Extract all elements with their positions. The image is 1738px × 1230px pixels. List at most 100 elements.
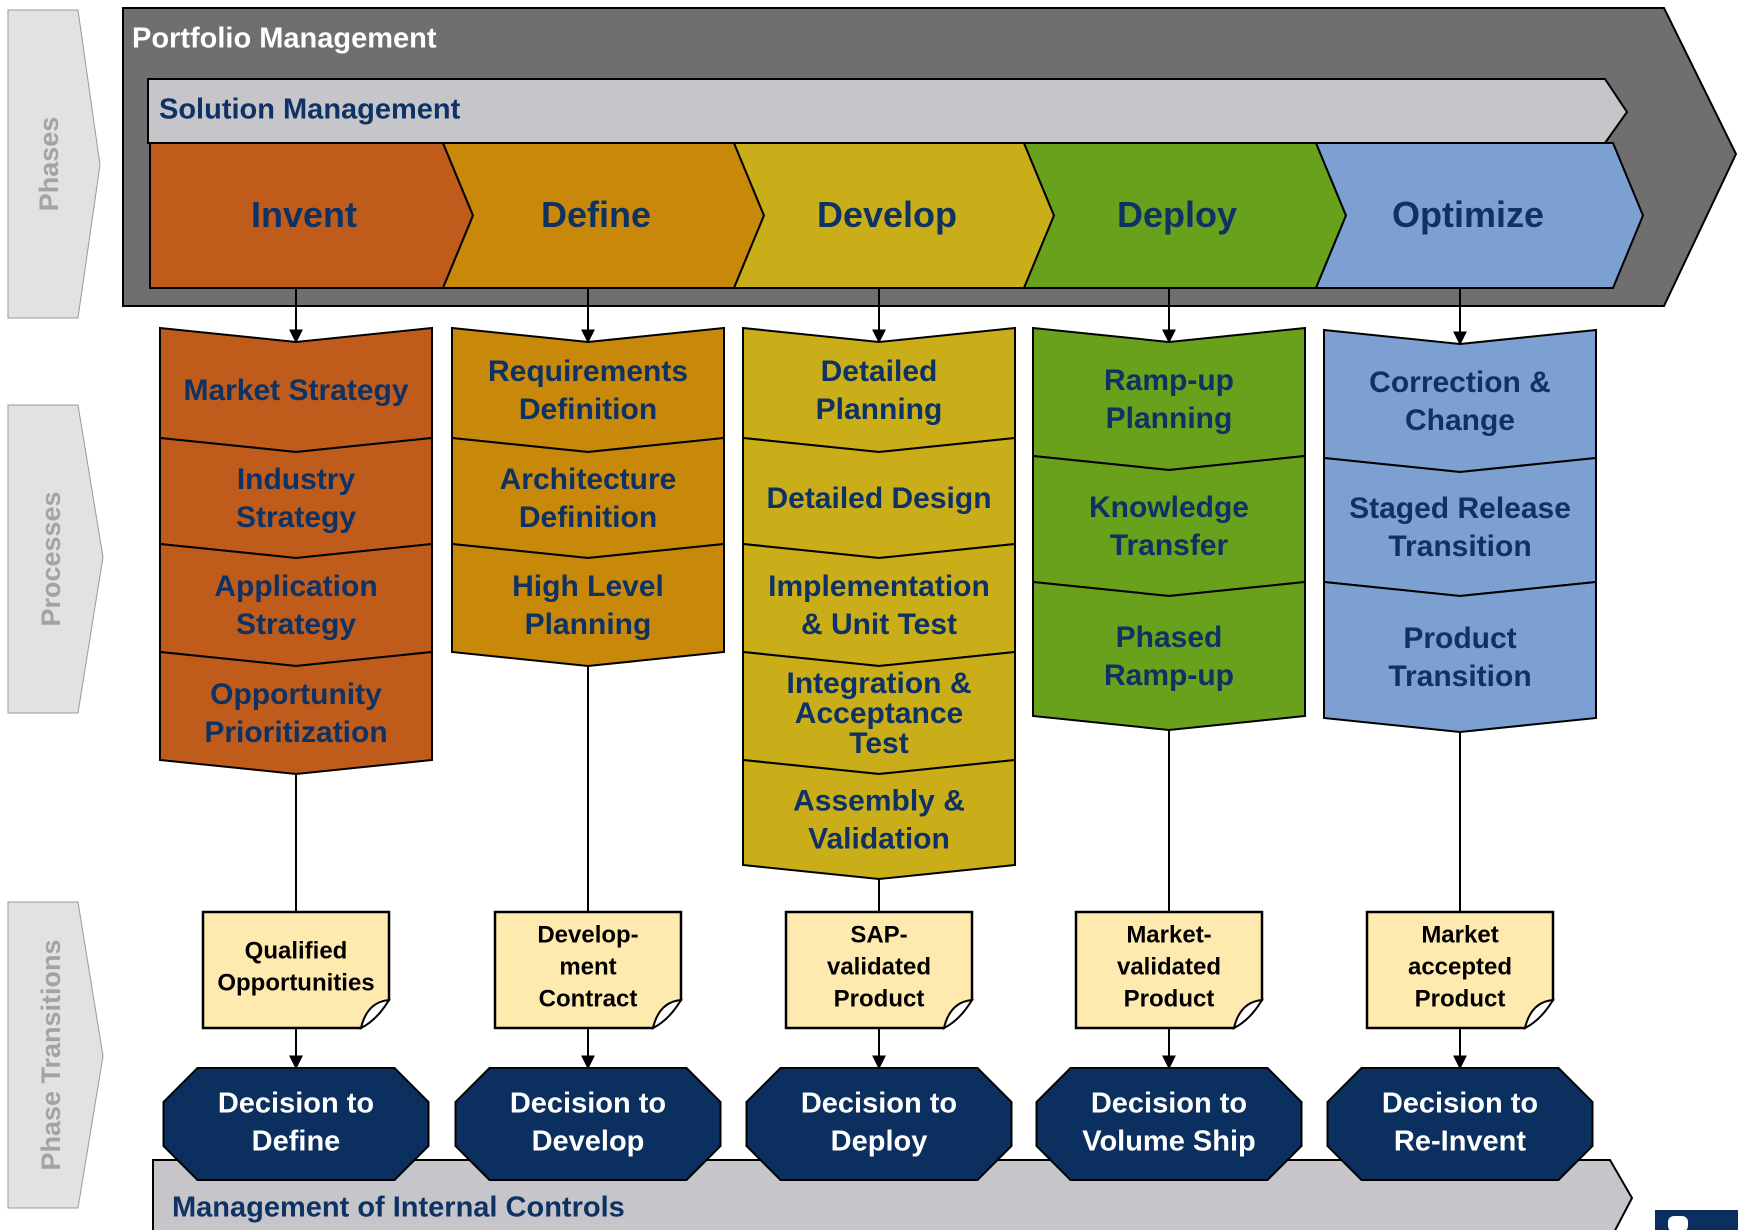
phase-label: Invent <box>251 194 357 235</box>
process-label: Transition <box>1388 660 1531 693</box>
phase-label: Define <box>541 194 651 235</box>
process-label: Validation <box>808 822 950 855</box>
process-block <box>159 650 433 776</box>
side-label-transitions-text: Phase Transitions <box>36 939 66 1170</box>
process-label: Definition <box>519 501 657 534</box>
process-label: & Unit Test <box>801 608 957 641</box>
process-label: Knowledge <box>1089 491 1249 524</box>
process-label: Assembly & <box>793 784 965 817</box>
side-label-phases: Phases <box>7 9 101 319</box>
process-block <box>1032 326 1306 472</box>
deliverable-label: Contract <box>539 985 638 1012</box>
side-label-transitions: Phase Transitions <box>7 901 104 1209</box>
processes-layer: Market StrategyIndustryStrategyApplicati… <box>159 326 1597 881</box>
decision-label: Decision to <box>510 1088 666 1120</box>
decision-label: Decision to <box>218 1088 374 1120</box>
process-label: Strategy <box>236 608 356 641</box>
logo <box>1655 1210 1738 1230</box>
process-label: Prioritization <box>204 716 387 749</box>
logo-mark <box>1655 1210 1738 1230</box>
process-block <box>159 436 433 560</box>
document-fold-icon <box>942 998 974 1030</box>
process-label: Opportunity <box>210 678 382 711</box>
process-label: Requirements <box>488 355 688 388</box>
process-label: Planning <box>816 393 943 426</box>
side-label-processes-text: Processes <box>36 491 66 626</box>
process-label: Industry <box>237 463 356 496</box>
solution-management-label: Solution Management <box>159 94 461 126</box>
process-block <box>1323 580 1597 734</box>
decision-gate <box>454 1067 722 1181</box>
decision-gate <box>1035 1067 1303 1181</box>
process-label: Detailed <box>821 355 938 388</box>
document-fold-icon <box>1232 998 1264 1030</box>
process-label: Detailed Design <box>766 482 991 515</box>
portfolio-management-label: Portfolio Management <box>132 23 437 55</box>
deliverable-label: SAP- <box>850 921 907 948</box>
deliverable-label: validated <box>827 953 931 980</box>
side-label-processes: Processes <box>7 404 104 714</box>
process-label: Planning <box>1106 402 1233 435</box>
process-label: Implementation <box>768 570 990 603</box>
process-block <box>1032 454 1306 598</box>
deliverable-label: Product <box>1124 985 1215 1012</box>
phase-label: Optimize <box>1392 194 1544 235</box>
process-label: Integration & <box>787 667 972 700</box>
deliverable-label: Product <box>1415 985 1506 1012</box>
logo-notch <box>1668 1216 1688 1230</box>
side-label-phases-text: Phases <box>34 117 64 212</box>
phase-chevron-optimize <box>1314 142 1645 289</box>
process-label: Strategy <box>236 501 356 534</box>
process-block <box>451 436 725 560</box>
process-block <box>742 542 1016 668</box>
process-label: Staged Release <box>1349 492 1571 525</box>
decision-label: Decision to <box>1382 1088 1538 1120</box>
process-label: Market Strategy <box>183 374 408 407</box>
process-block <box>451 326 725 454</box>
decision-label: Develop <box>532 1126 645 1158</box>
phase-label: Develop <box>817 194 957 235</box>
document-fold-icon <box>359 998 391 1030</box>
process-label: Product <box>1403 622 1516 655</box>
process-block <box>742 758 1016 881</box>
deliverable-label: Market- <box>1126 921 1211 948</box>
decision-label: Deploy <box>831 1126 928 1158</box>
deliverable-label: Opportunities <box>217 969 374 996</box>
document-fold-icon <box>1523 998 1555 1030</box>
side-label-processes-bg <box>7 404 104 714</box>
deliverable-label: Develop- <box>537 921 638 948</box>
process-label: Transfer <box>1110 529 1229 562</box>
side-label-transitions-bg <box>7 901 104 1209</box>
decision-label: Re-Invent <box>1394 1126 1526 1158</box>
process-block <box>1323 456 1597 598</box>
process-block <box>742 326 1016 454</box>
process-block <box>451 542 725 668</box>
deliverable-label: ment <box>559 953 616 980</box>
process-label: Acceptance <box>795 697 963 730</box>
decision-label: Decision to <box>1091 1088 1247 1120</box>
side-label-phases-bg <box>7 9 101 319</box>
decision-label: Volume Ship <box>1082 1126 1255 1158</box>
internal-controls-label: Management of Internal Controls <box>172 1192 625 1224</box>
process-label: Definition <box>519 393 657 426</box>
decision-gate <box>1326 1067 1594 1181</box>
decision-label: Decision to <box>801 1088 957 1120</box>
deliverable-label: Market <box>1421 921 1498 948</box>
phase-label: Deploy <box>1117 194 1237 235</box>
process-label: Ramp-up <box>1104 659 1234 692</box>
process-label: Planning <box>525 608 652 641</box>
process-label: Test <box>849 727 908 760</box>
process-label: Application <box>214 570 377 603</box>
decision-gate <box>745 1067 1013 1181</box>
process-label: Change <box>1405 404 1515 437</box>
process-label: High Level <box>512 570 664 603</box>
solution-management-band <box>147 78 1629 144</box>
deliverable-label: validated <box>1117 953 1221 980</box>
document-fold-icon <box>651 998 683 1030</box>
connectors-layer <box>289 288 1467 1070</box>
phases-layer: Invent Define Develop Deploy Optimize <box>149 142 1645 289</box>
process-label: Transition <box>1388 530 1531 563</box>
documents-layer: QualifiedOpportunitiesDevelop-mentContra… <box>201 910 1555 1030</box>
